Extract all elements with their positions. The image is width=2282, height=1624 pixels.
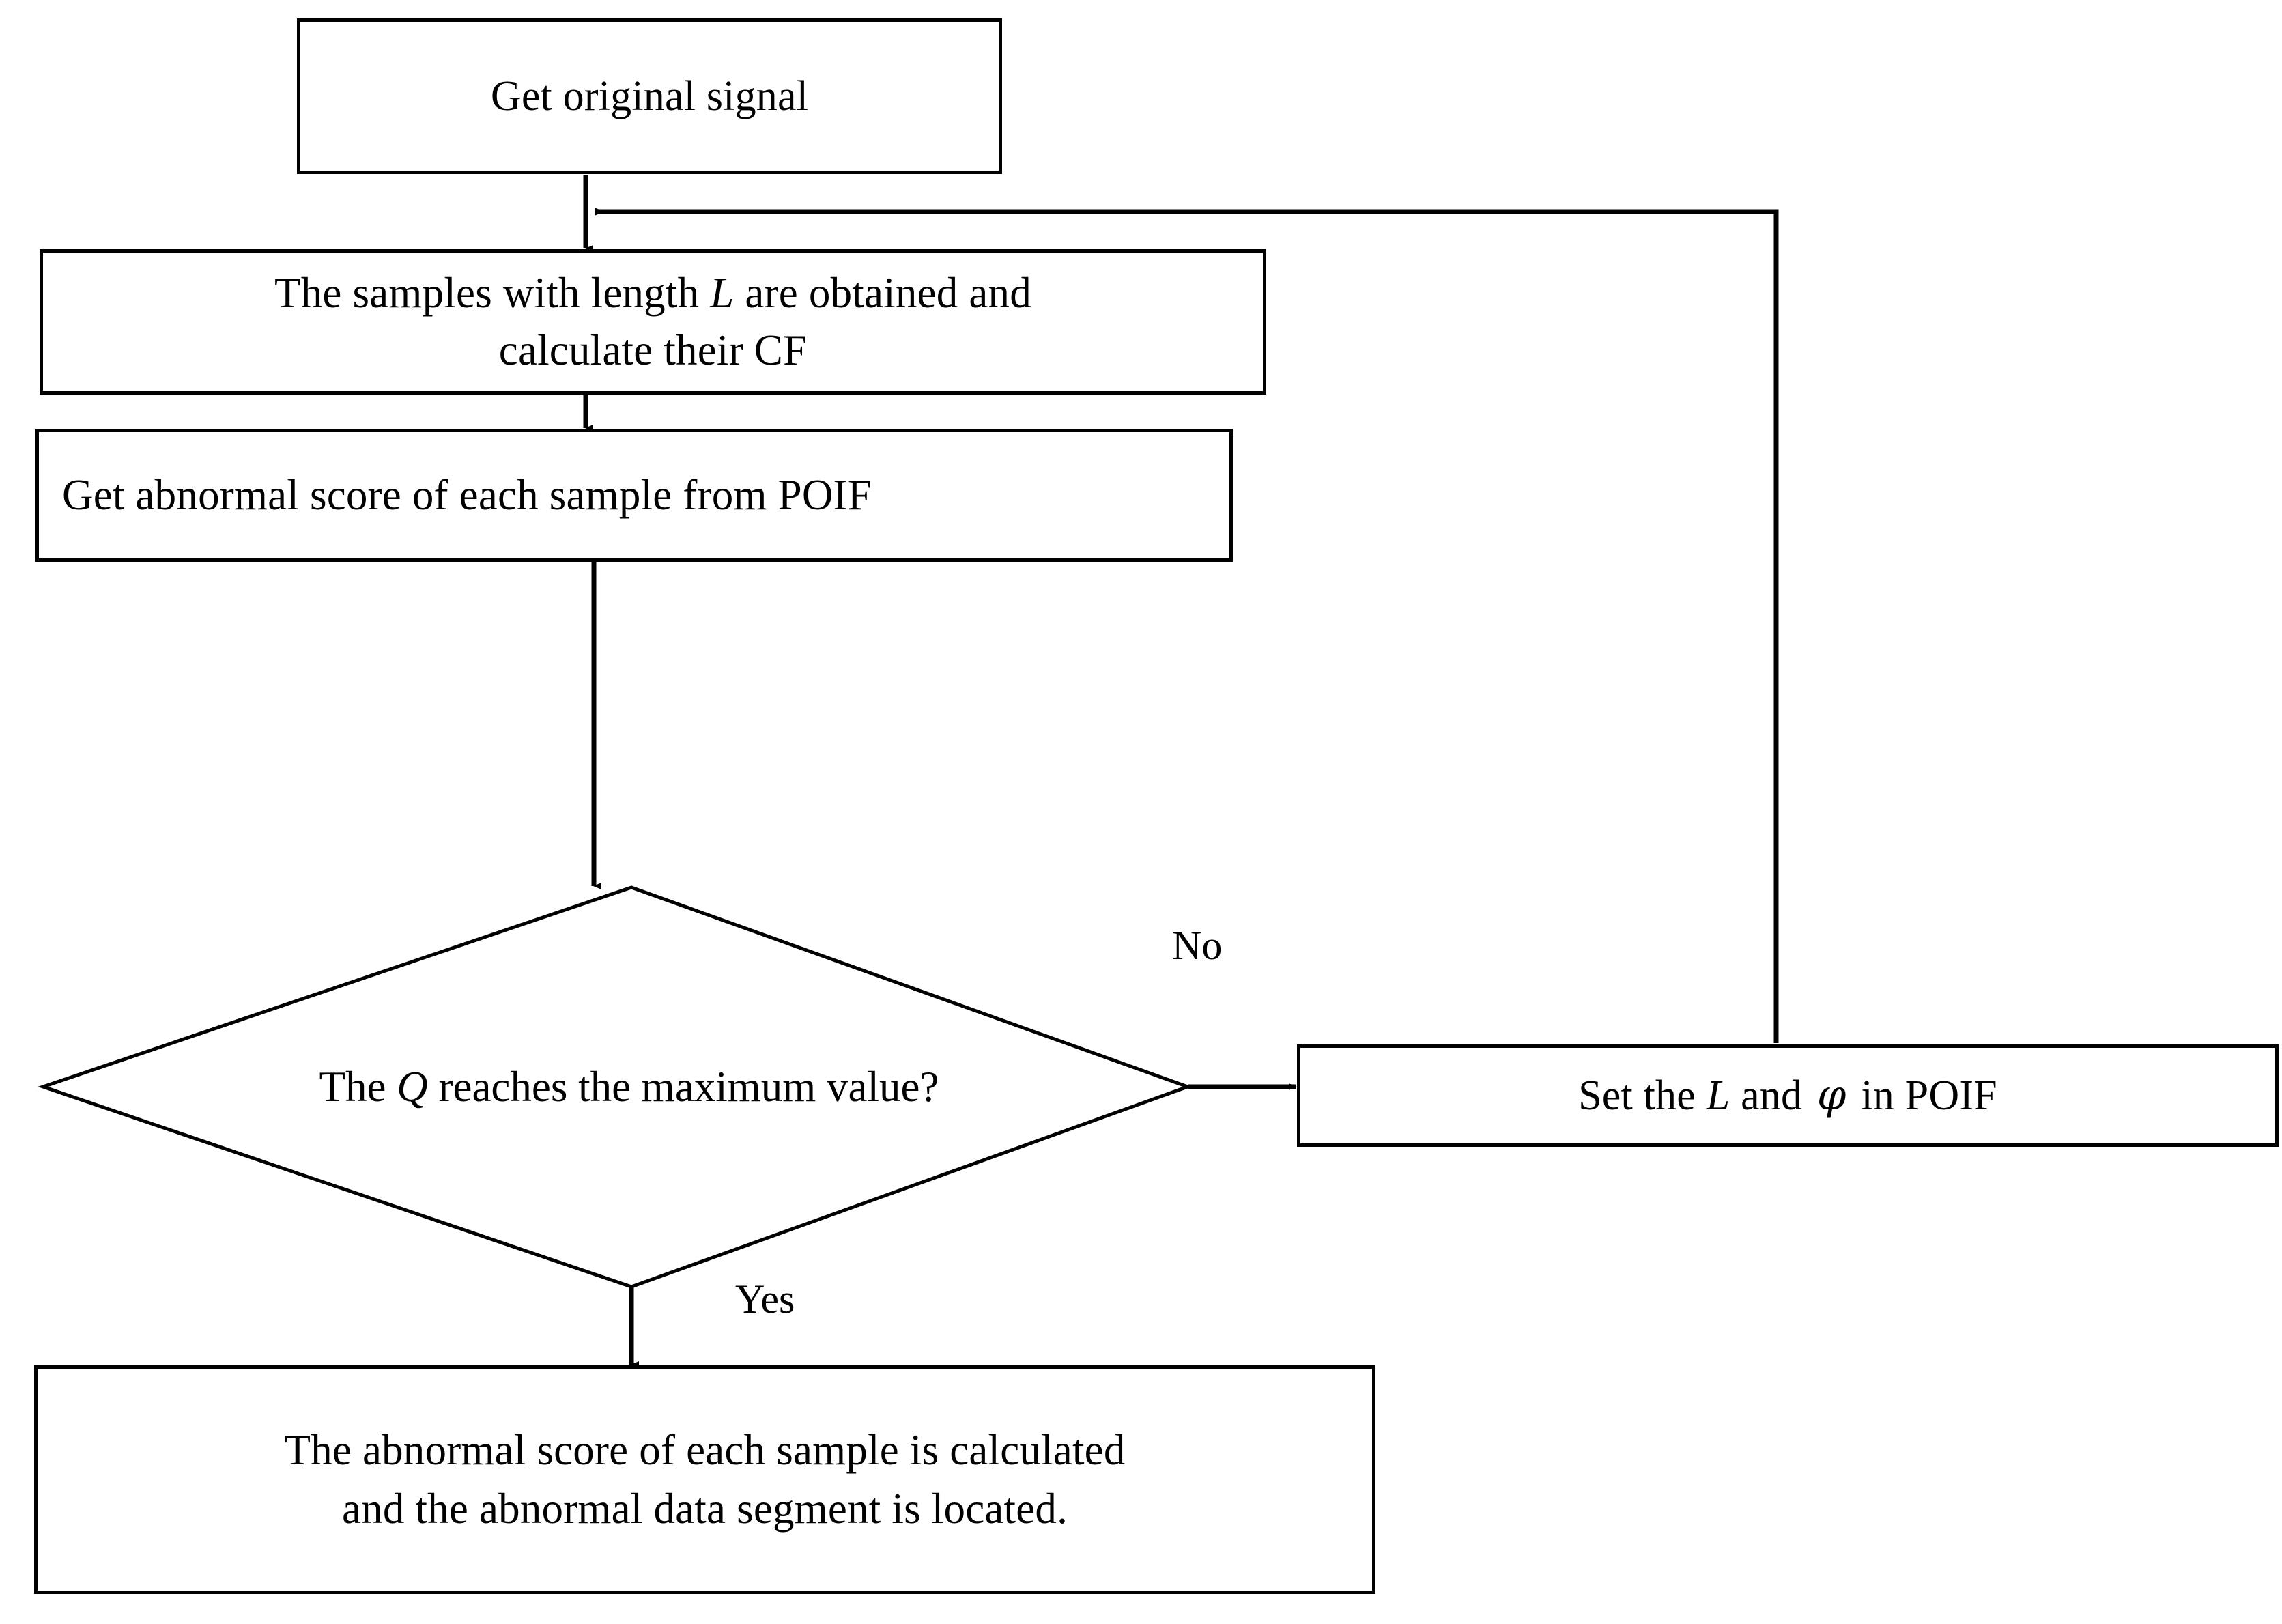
node-decision-q-maximum[interactable]: The Q reaches the maximum value? xyxy=(43,887,1188,1287)
node-set-l-and-phi-in-poif-label: Set the L and φ in POIF xyxy=(1300,1068,2275,1124)
node-samples-length-cf[interactable]: The samples with length L are obtained a… xyxy=(40,249,1266,395)
node-samples-length-cf-label: The samples with length L are obtained a… xyxy=(43,265,1263,380)
node-set-l-and-phi-in-poif[interactable]: Set the L and φ in POIF xyxy=(1297,1044,2279,1147)
node-get-original-signal-label: Get original signal xyxy=(490,72,809,119)
decision-variable-Q: Q xyxy=(397,1062,428,1111)
decision-text-after: reaches the maximum value? xyxy=(427,1062,939,1111)
node-get-original-signal[interactable]: Get original signal xyxy=(297,18,1002,174)
samples-text-line2: calculate their CF xyxy=(498,326,808,374)
setparams-text-after: in POIF xyxy=(1850,1072,1997,1119)
result-text-line1: The abnormal score of each sample is cal… xyxy=(284,1425,1126,1474)
setparams-text-mid: and xyxy=(1730,1072,1813,1119)
setparams-variable-L: L xyxy=(1706,1072,1730,1119)
node-abnormal-segment-located[interactable]: The abnormal score of each sample is cal… xyxy=(34,1365,1375,1594)
node-decision-q-maximum-label: The Q reaches the maximum value? xyxy=(292,1062,939,1113)
node-get-abnormal-score[interactable]: Get abnormal score of each sample from P… xyxy=(35,429,1233,562)
samples-text-after: are obtained and xyxy=(734,268,1031,317)
setparams-variable-phi: φ xyxy=(1816,1071,1846,1120)
setparams-text-before: Set the xyxy=(1578,1072,1707,1119)
edge-label-yes: Yes xyxy=(735,1277,795,1322)
samples-variable-L: L xyxy=(710,268,734,317)
result-text-line2: and the abnormal data segment is located… xyxy=(341,1484,1068,1533)
edge-label-no: No xyxy=(1172,923,1223,968)
decision-text-before: The xyxy=(319,1062,397,1111)
samples-text-before: The samples with length xyxy=(274,268,711,317)
node-get-abnormal-score-label: Get abnormal score of each sample from P… xyxy=(62,470,872,519)
node-abnormal-segment-located-label: The abnormal score of each sample is cal… xyxy=(38,1421,1372,1538)
